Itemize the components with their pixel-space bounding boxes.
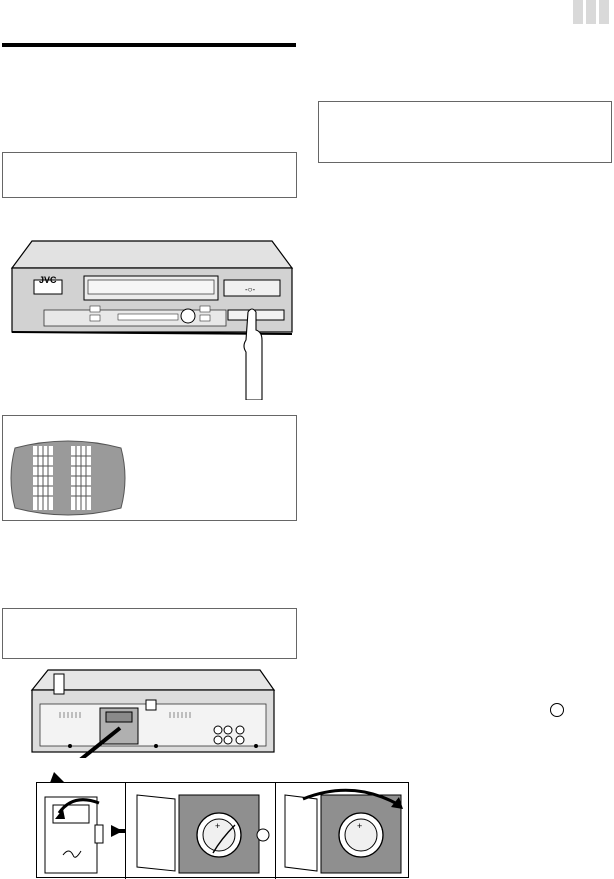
vcr-front-illustration: JVC -○- xyxy=(10,240,294,400)
page-tab-marker-3 xyxy=(599,0,609,24)
battery-steps-panel: + + xyxy=(36,782,409,879)
battery-step-2: + xyxy=(136,794,270,874)
page-tab-marker-1 xyxy=(573,0,583,24)
note-box-top-right xyxy=(318,101,612,163)
vcr-brand-logo: JVC xyxy=(39,275,57,285)
vcr-rear-illustration xyxy=(30,669,276,758)
battery-step-3: + xyxy=(284,788,403,874)
note-box-middle-left xyxy=(2,608,297,659)
svg-text:+: + xyxy=(215,821,220,831)
svg-text:+: + xyxy=(357,821,362,831)
circle-reference-mark xyxy=(550,703,564,717)
battery-step-1 xyxy=(44,796,125,874)
svg-text:-○-: -○- xyxy=(245,285,255,294)
test-pattern-box xyxy=(2,415,297,521)
page-tab-marker-2 xyxy=(586,0,596,24)
section-title-rule xyxy=(2,43,296,47)
note-box-top-left xyxy=(2,152,297,198)
test-pattern-screen xyxy=(10,440,126,516)
